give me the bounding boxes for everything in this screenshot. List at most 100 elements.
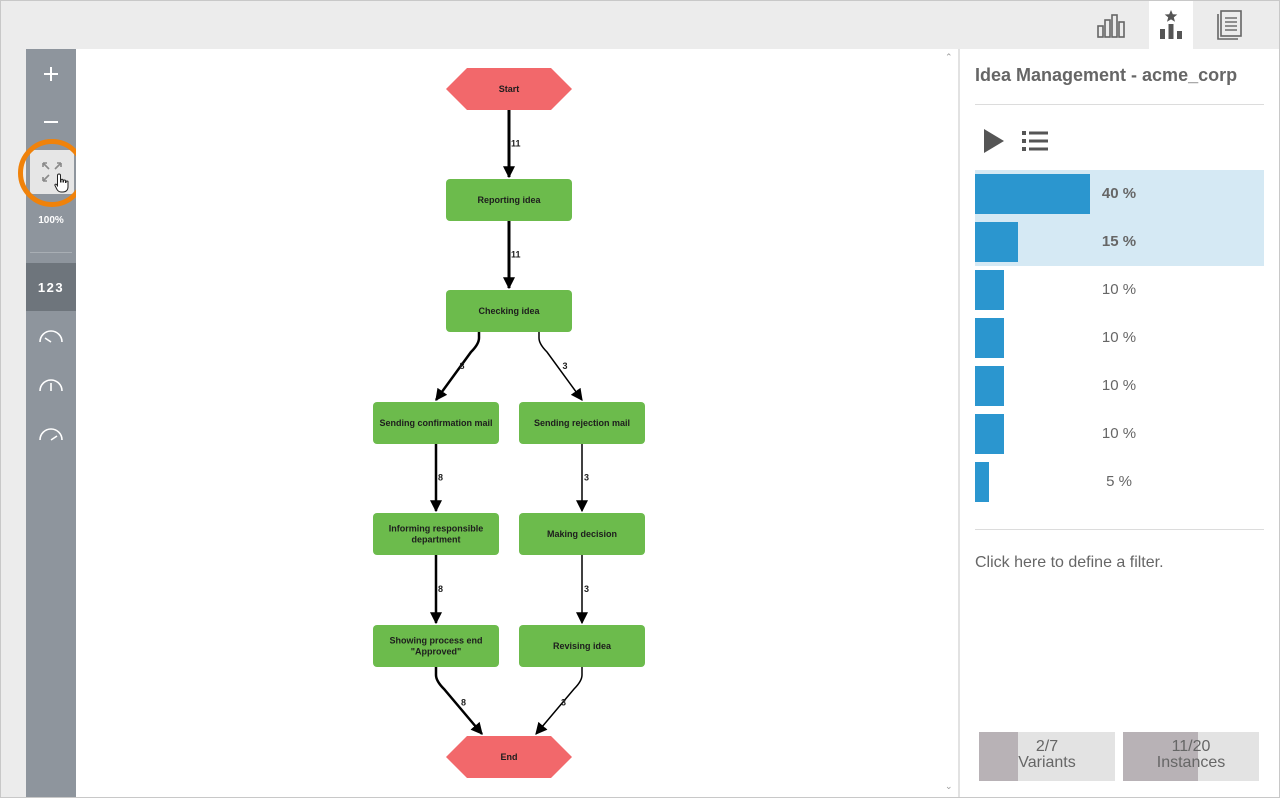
speed-mid-button[interactable] bbox=[26, 372, 76, 398]
node-label: Reporting idea bbox=[477, 195, 541, 205]
speedometer-high-icon bbox=[39, 428, 63, 441]
instances-coverage-bar bbox=[1123, 732, 1198, 781]
edge-count-label: 3 bbox=[584, 584, 589, 594]
node-reject[interactable]: Sending rejection mail bbox=[519, 402, 645, 444]
node-confirm[interactable]: Sending confirmation mail bbox=[373, 402, 499, 444]
list-view-button[interactable] bbox=[1022, 130, 1048, 157]
list-icon bbox=[1022, 131, 1048, 151]
tab-variants[interactable] bbox=[1149, 1, 1193, 49]
variant-row[interactable]: 10 % bbox=[975, 410, 1264, 458]
edge-checking-reject bbox=[538, 332, 583, 401]
variants-stat-value: 2/7 bbox=[1035, 738, 1059, 755]
variant-share-label: 10 % bbox=[1101, 425, 1137, 442]
variant-row[interactable]: 40 % bbox=[975, 170, 1264, 218]
variants-panel: Idea Management - acme_corp 40 % 15 % 10 %… bbox=[960, 49, 1279, 797]
variant-share-label: 40 % bbox=[1101, 185, 1137, 202]
node-label: Checking idea bbox=[478, 306, 540, 316]
speed-high-button[interactable] bbox=[26, 421, 76, 447]
node-revising[interactable]: Revising idea bbox=[519, 625, 645, 667]
node-box bbox=[373, 513, 499, 555]
node-box bbox=[446, 290, 572, 332]
node-decision[interactable]: Making decision bbox=[519, 513, 645, 555]
node-label: "Approved" bbox=[411, 647, 462, 657]
edge-count-label: 11 bbox=[511, 139, 521, 149]
scroll-up-icon[interactable]: ⌃ bbox=[945, 52, 953, 62]
node-label: Revising idea bbox=[553, 641, 612, 651]
variants-stat-text: 2/7 Variants bbox=[979, 739, 1115, 771]
node-showend[interactable]: Showing process end"Approved" bbox=[373, 625, 499, 667]
node-label: Showing process end bbox=[389, 636, 482, 646]
bar-chart-icon bbox=[1097, 14, 1125, 38]
canvas-scrollbar[interactable]: ⌃ ⌄ bbox=[942, 49, 958, 797]
node-label: Making decision bbox=[547, 529, 617, 539]
node-start[interactable]: Start bbox=[446, 68, 572, 110]
show-numbers-button[interactable]: 123 bbox=[26, 263, 76, 311]
variants-coverage-bar bbox=[979, 732, 1018, 781]
edge-count-label: 3 bbox=[561, 698, 566, 708]
panel-divider-bottom bbox=[975, 529, 1264, 530]
node-box bbox=[446, 179, 572, 221]
variant-row[interactable]: 15 % bbox=[975, 218, 1264, 266]
node-reporting[interactable]: Reporting idea bbox=[446, 179, 572, 221]
variants-stat-label: Variants bbox=[1018, 754, 1076, 771]
variant-share-bar bbox=[975, 222, 1018, 262]
define-filter-link[interactable]: Click here to define a filter. bbox=[975, 554, 1164, 571]
panel-divider-top bbox=[975, 104, 1264, 105]
edge-count-label: 8 bbox=[460, 361, 465, 371]
instances-stat-button[interactable]: 11/20 Instances bbox=[1123, 732, 1259, 781]
variant-share-bar bbox=[975, 318, 1004, 358]
edge-count-label: 3 bbox=[563, 361, 568, 371]
variant-share-bar bbox=[975, 462, 989, 502]
variant-row[interactable]: 10 % bbox=[975, 362, 1264, 410]
edge-showend-end bbox=[434, 667, 483, 735]
node-box bbox=[519, 402, 645, 444]
play-button[interactable] bbox=[982, 127, 1006, 160]
variant-share-label: 10 % bbox=[1101, 329, 1137, 346]
speedometer-low-icon bbox=[39, 330, 63, 343]
tab-report[interactable] bbox=[1208, 1, 1252, 49]
variant-row[interactable]: 10 % bbox=[975, 314, 1264, 362]
variant-share-bar bbox=[975, 414, 1004, 454]
variant-row[interactable]: 5 % bbox=[975, 458, 1264, 506]
node-label: department bbox=[411, 535, 460, 545]
node-end[interactable]: End bbox=[446, 736, 572, 778]
scroll-down-icon[interactable]: ⌄ bbox=[945, 781, 953, 791]
instances-stat-label: Instances bbox=[1156, 754, 1226, 771]
node-checking[interactable]: Checking idea bbox=[446, 290, 572, 332]
edge-count-label: 11 bbox=[511, 250, 521, 260]
variant-share-label: 10 % bbox=[1101, 281, 1137, 298]
variants-stat-button[interactable]: 2/7 Variants bbox=[979, 732, 1115, 781]
node-box bbox=[519, 625, 645, 667]
node-hexagon bbox=[446, 736, 572, 778]
variant-share-bar bbox=[975, 366, 1004, 406]
edge-checking-confirm bbox=[434, 332, 481, 401]
node-label: Start bbox=[499, 84, 520, 94]
panel-title: Idea Management - acme_corp bbox=[975, 65, 1238, 85]
instances-stat-text: 11/20 Instances bbox=[1123, 739, 1259, 771]
variant-share-label: 15 % bbox=[1101, 233, 1137, 250]
minus-icon bbox=[44, 121, 58, 123]
edge-count-label: 8 bbox=[461, 698, 466, 708]
node-label: Sending rejection mail bbox=[534, 418, 630, 428]
edge-count-label: 8 bbox=[438, 584, 443, 594]
zoom-in-button[interactable] bbox=[26, 61, 76, 87]
speed-low-button[interactable] bbox=[26, 323, 76, 349]
tab-statistics[interactable] bbox=[1090, 1, 1134, 49]
edge-revising-end bbox=[535, 667, 583, 735]
zoom-out-button[interactable] bbox=[26, 109, 76, 135]
variant-row[interactable]: 10 % bbox=[975, 266, 1264, 314]
node-box bbox=[373, 402, 499, 444]
zoom-level: 100% bbox=[38, 215, 64, 226]
starred-bar-chart-icon bbox=[1160, 10, 1182, 39]
variant-share-label: 5 % bbox=[1106, 473, 1132, 490]
panel-divider[interactable] bbox=[958, 49, 960, 797]
toolbar-divider bbox=[30, 252, 72, 253]
variant-share-bar bbox=[975, 174, 1090, 214]
play-icon bbox=[984, 129, 1004, 153]
variant-share-label: 10 % bbox=[1101, 377, 1137, 394]
plus-icon bbox=[44, 67, 58, 81]
instances-stat-value: 11/20 bbox=[1171, 738, 1211, 755]
